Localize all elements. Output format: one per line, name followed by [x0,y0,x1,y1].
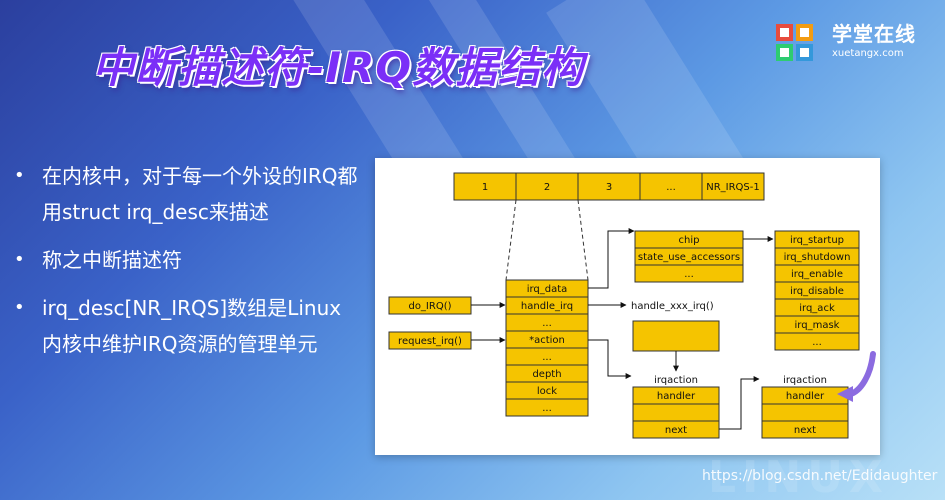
irq-desc-field-label: depth [532,369,561,380]
chip-op-label: irq_enable [791,269,843,280]
irqaction-title: irqaction [783,375,827,386]
chip-op-label: irq_startup [790,235,844,246]
irq-desc-field-label: handle_irq [521,301,573,312]
expand-line [505,199,517,281]
irq-diagram: 1 2 3 ... NR_IRQS-1 irq_data handle_irq … [388,172,876,439]
xuetangx-logo-icon [776,24,813,61]
do-irq-label: do_IRQ() [408,301,451,312]
slide-title: 中断描述符-IRQ数据结构 [92,43,585,92]
expand-line [577,199,589,281]
irqaction-struct: irqaction handler next [761,375,849,439]
irq-chip-struct: chip state_use_accessors ... [634,230,744,283]
irq-desc-field [505,398,589,417]
chip-op [774,332,860,351]
chip-op-label: ... [812,337,822,348]
irqaction-struct: irqaction handler next [632,375,720,439]
bullet-list: 在内核中，对于每一个外设的IRQ都用struct irq_desc来描述 称之中… [14,158,359,374]
irq-desc-field-label: ... [542,318,552,329]
chip-field-label: chip [679,235,700,246]
irq-array-label: 2 [544,182,550,193]
irqaction-field [761,403,849,422]
irq-array-cell [701,172,765,201]
chip-op-label: irq_disable [790,286,844,297]
irqaction-field-label: handler [786,391,825,402]
irqaction-title: irqaction [654,375,698,386]
source-watermark: https://blog.csdn.net/Edidaughter [702,468,938,484]
chip-op-label: irq_mask [795,320,840,331]
chip-field [634,264,744,283]
arrow [588,339,632,379]
irq-desc-field-label: lock [537,386,557,397]
irqaction-field-label: next [665,425,687,436]
irq-array-label: NR_IRQS-1 [706,182,760,193]
irq-desc-field-label: ... [542,403,552,414]
logo-url: xuetangx.com [832,48,904,59]
irq-desc-field-label: ... [542,352,552,363]
irq-array-cell [453,172,517,201]
irq-array-label: 3 [606,182,612,193]
logo-text: 学堂在线 xuetangx.com [832,18,916,59]
bullet-item: irq_desc[NR_IRQS]数组是Linux内核中维护IRQ资源的管理单元 [14,290,359,362]
request-irq-label: request_irq() [398,336,462,347]
chip-field-label: state_use_accessors [638,252,740,263]
chip-op-label: irq_ack [799,303,835,314]
irq-array-label: 1 [482,182,488,193]
chip-ops-struct: irq_startup irq_shutdown irq_enable irq_… [774,230,860,351]
chip-field-label: ... [684,269,694,280]
linux-watermark: LINUX [708,452,889,503]
handler-block [632,320,720,352]
irqaction-field [632,403,720,422]
diagram-panel: 1 2 3 ... NR_IRQS-1 irq_data handle_irq … [375,158,880,455]
irqaction-field-label: next [794,425,816,436]
irq-array: 1 2 3 ... NR_IRQS-1 [453,172,765,201]
chip-op-label: irq_shutdown [784,252,851,263]
bullet-item: 称之中断描述符 [14,242,359,278]
irq-desc-field-label: irq_data [527,284,568,295]
highlight-arrowhead-icon [837,386,853,402]
irq-array-label: ... [666,182,676,193]
irq-desc-field-label: *action [529,335,565,346]
irq-desc-struct: irq_data handle_irq ... *action ... dept… [505,279,589,417]
irqaction-field-label: handler [657,391,696,402]
logo-name: 学堂在线 [832,22,916,46]
arrow [719,376,760,430]
irqaction-field [761,420,849,439]
handle-xxx-label: handle_xxx_irq() [631,301,714,312]
bullet-item: 在内核中，对于每一个外设的IRQ都用struct irq_desc来描述 [14,158,359,230]
arrow [588,228,635,289]
